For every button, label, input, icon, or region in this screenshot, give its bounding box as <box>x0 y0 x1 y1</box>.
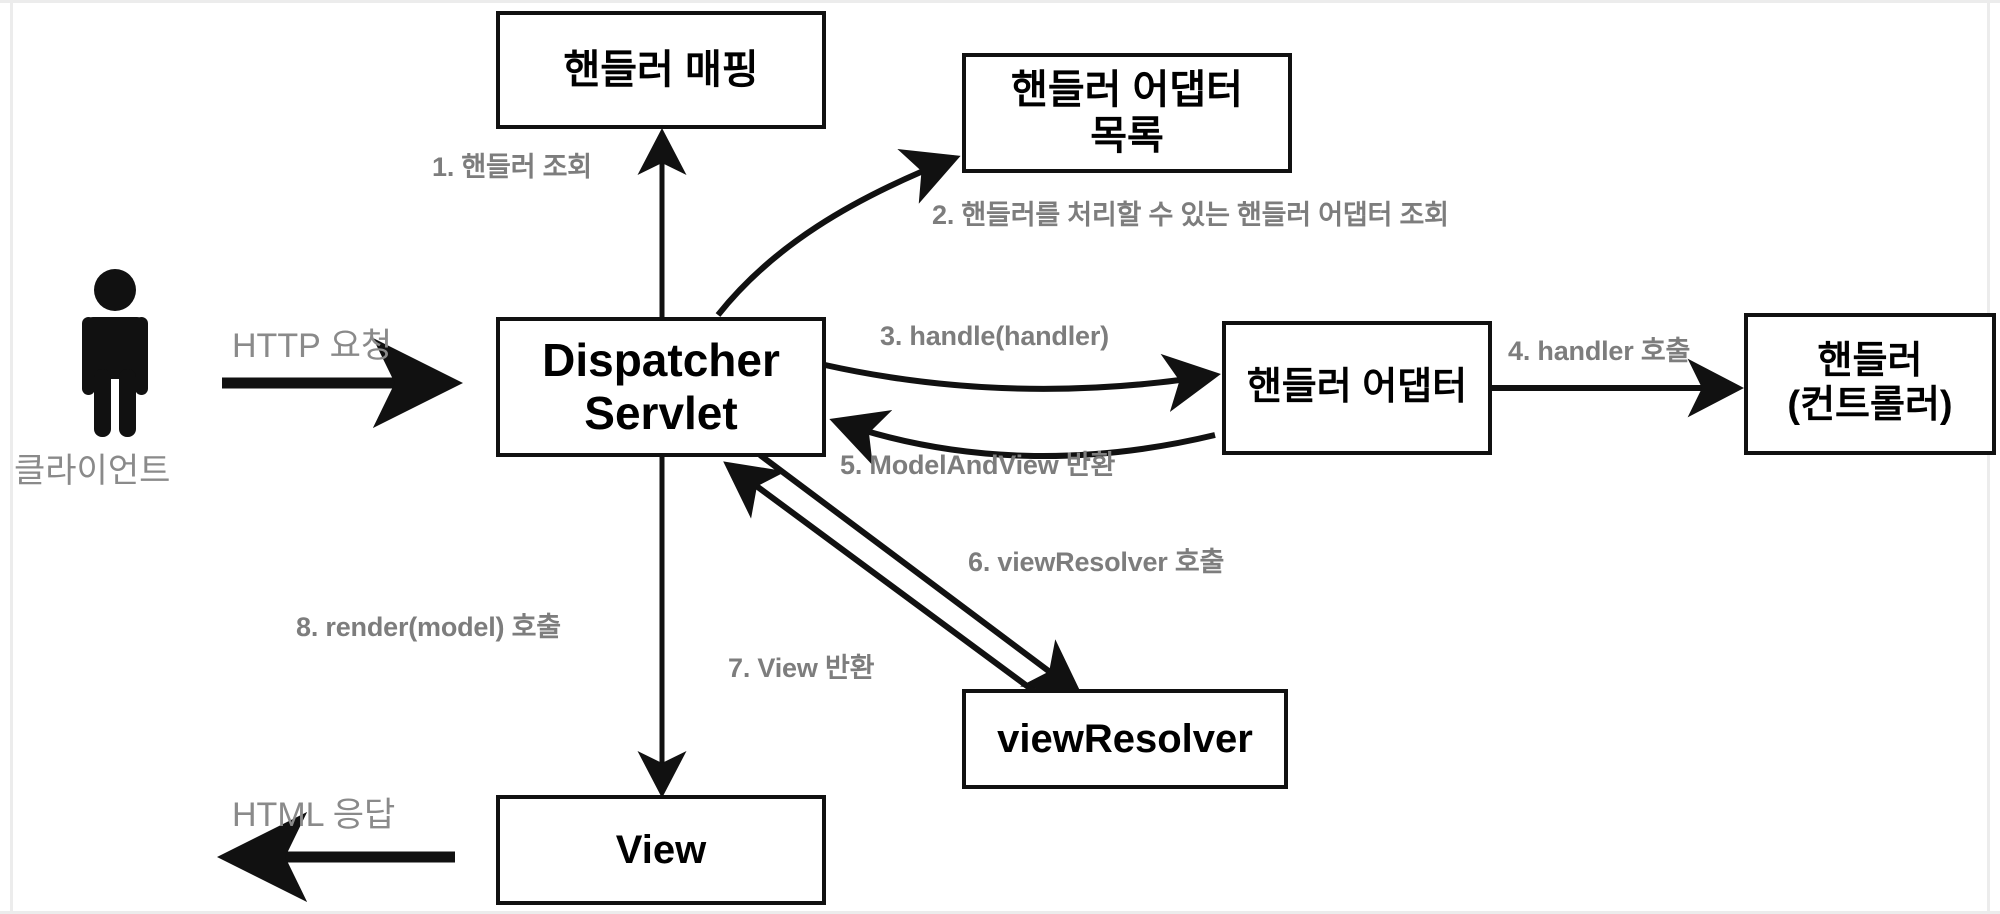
node-handler-adapter[interactable]: 핸들러 어댑터 <box>1222 321 1492 455</box>
label-step5: 5. ModelAndView 반환 <box>840 450 1116 480</box>
node-view-resolver-label: viewResolver <box>997 717 1253 761</box>
node-handler-controller-label: 핸들러 (컨트롤러) <box>1787 340 1953 426</box>
client-label: 클라이언트 <box>14 452 171 490</box>
label-step1: 1. 핸들러 조회 <box>432 152 592 182</box>
label-http-response: HTML 응답 <box>232 796 396 834</box>
node-handler-adapter-label: 핸들러 어댑터 <box>1246 366 1468 409</box>
edge-step5 <box>829 409 1216 466</box>
label-step8: 8. render(model) 호출 <box>296 612 561 642</box>
edge-step6 <box>758 452 1083 697</box>
label-http-request: HTTP 요청 <box>232 327 393 365</box>
node-view-resolver[interactable]: viewResolver <box>962 689 1288 789</box>
node-handler-controller[interactable]: 핸들러 (컨트롤러) <box>1744 313 1996 455</box>
edge-step3 <box>824 353 1221 412</box>
person-icon <box>82 269 148 437</box>
edge-step7 <box>723 461 1052 706</box>
node-handler-mapping[interactable]: 핸들러 매핑 <box>496 11 826 129</box>
node-view[interactable]: View <box>496 795 826 905</box>
node-dispatcher-servlet-label: Dispatcher Servlet <box>542 334 780 439</box>
node-handler-adapter-list-label: 핸들러 어댑터 목록 <box>1011 68 1243 158</box>
edge-step2 <box>715 148 961 317</box>
node-dispatcher-servlet[interactable]: Dispatcher Servlet <box>496 317 826 457</box>
label-step4: 4. handler 호출 <box>1508 336 1691 366</box>
node-handler-adapter-list[interactable]: 핸들러 어댑터 목록 <box>962 53 1292 173</box>
label-step7: 7. View 반환 <box>728 653 875 683</box>
label-step6: 6. viewResolver 호출 <box>968 547 1225 577</box>
label-step3: 3. handle(handler) <box>880 321 1109 351</box>
node-handler-mapping-label: 핸들러 매핑 <box>563 48 759 92</box>
connector-layer <box>216 127 1745 903</box>
node-view-label: View <box>615 828 707 872</box>
label-step2: 2. 핸들러를 처리할 수 있는 핸들러 어댑터 조회 <box>932 200 1449 230</box>
